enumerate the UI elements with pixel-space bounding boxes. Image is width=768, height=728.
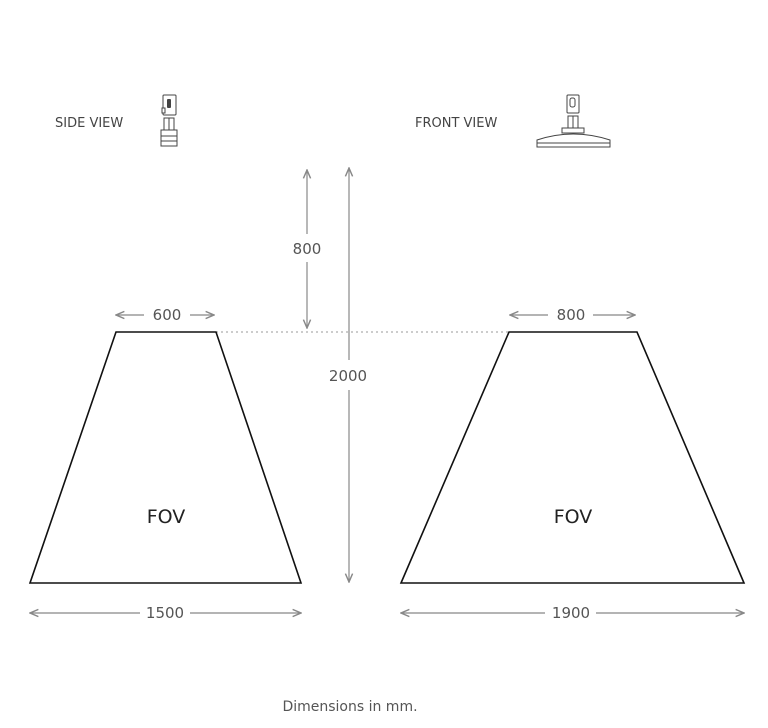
height-2000-label: 2000 bbox=[329, 367, 367, 385]
side-bottom-dimension: 1500 bbox=[30, 604, 301, 622]
front-view-label: FRONT VIEW bbox=[415, 116, 497, 131]
front-top-dimension: 800 bbox=[510, 306, 635, 324]
dimension-800-vertical: 800 bbox=[293, 170, 322, 328]
side-view-label: SIDE VIEW bbox=[55, 116, 123, 131]
front-top-width-label: 800 bbox=[557, 306, 586, 324]
camera-side-icon bbox=[160, 94, 178, 147]
height-800-label: 800 bbox=[293, 240, 322, 258]
units-footnote: Dimensions in mm. bbox=[282, 699, 417, 715]
dimension-2000-vertical: 2000 bbox=[329, 168, 367, 582]
front-fov-label: FOV bbox=[554, 506, 593, 528]
front-bottom-width-label: 1900 bbox=[552, 604, 590, 622]
front-bottom-dimension: 1900 bbox=[401, 604, 744, 622]
side-fov-label: FOV bbox=[147, 506, 186, 528]
side-top-dimension: 600 bbox=[116, 306, 214, 324]
side-fov-shape bbox=[28, 331, 303, 584]
camera-front-icon bbox=[536, 94, 611, 148]
side-top-width-label: 600 bbox=[153, 306, 182, 324]
side-bottom-width-label: 1500 bbox=[146, 604, 184, 622]
front-fov-shape bbox=[399, 331, 746, 584]
